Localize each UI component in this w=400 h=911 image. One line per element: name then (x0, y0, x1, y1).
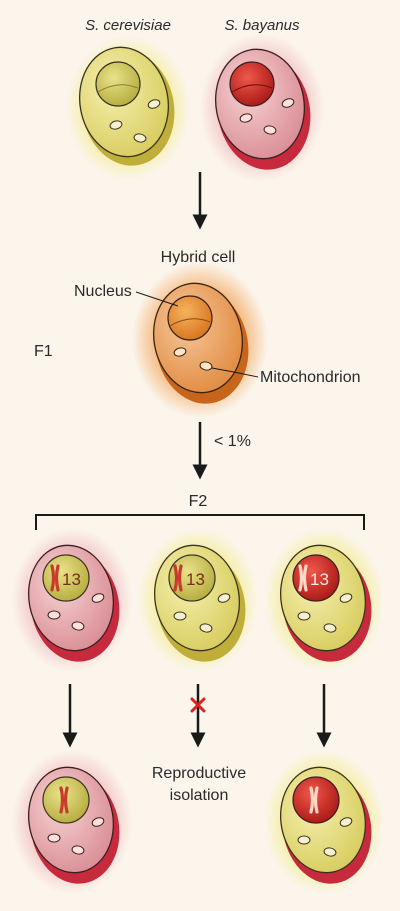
mitochondrion-icon (297, 593, 353, 633)
species-a-label: S. cerevisiae (85, 17, 171, 34)
mitochondrion-icon (239, 98, 295, 135)
nucleus-icon (229, 61, 275, 107)
nucleus-icon (95, 61, 141, 107)
f2-cell-3: 13 (264, 528, 384, 672)
nucleus-icon (167, 295, 213, 341)
chromosome-number: 13 (186, 570, 205, 589)
chromosome-number: 13 (62, 570, 81, 589)
mitochondrion-label: Mitochondrion (260, 369, 361, 386)
f2-cell-1: 13 (12, 528, 132, 672)
mitochondrion-icon (47, 593, 105, 631)
chromosome-number: 13 (310, 570, 329, 589)
f2-cell-2: 13 (138, 528, 258, 672)
nucleus-label: Nucleus (74, 283, 132, 300)
nucleus-icon (42, 554, 90, 602)
mitochondrion-icon (109, 99, 161, 143)
isolation-label-line2: isolation (170, 787, 229, 804)
mitochondrion-icon (173, 347, 213, 371)
f1-label: F1 (34, 343, 53, 360)
cell-s-bayanus (200, 34, 324, 182)
rate-label: < 1% (214, 433, 251, 450)
offspring-cell-3 (264, 750, 384, 894)
chromosome-icon (173, 564, 183, 592)
f2-label: F2 (189, 493, 208, 510)
hybrid-label: Hybrid cell (161, 249, 236, 266)
mitochondrion-leader-line (211, 367, 259, 378)
chromosome-icon (50, 564, 60, 592)
offspring-cell-1 (12, 750, 132, 894)
cell-s-cerevisiae (66, 36, 190, 180)
chromosome-icon (309, 786, 319, 814)
isolation-label-line1: Reproductive (152, 765, 246, 782)
cell-hybrid (132, 262, 268, 418)
mitochondrion-icon (297, 817, 353, 857)
nucleus-leader-line (135, 291, 179, 307)
chromosome-icon (59, 786, 69, 814)
chromosome-icon (298, 564, 308, 592)
mitochondrion-icon (173, 593, 231, 633)
mitochondrion-icon (47, 817, 105, 855)
cross-icon (190, 697, 206, 713)
species-b-label: S. bayanus (224, 17, 300, 34)
f2-bracket (35, 514, 365, 530)
